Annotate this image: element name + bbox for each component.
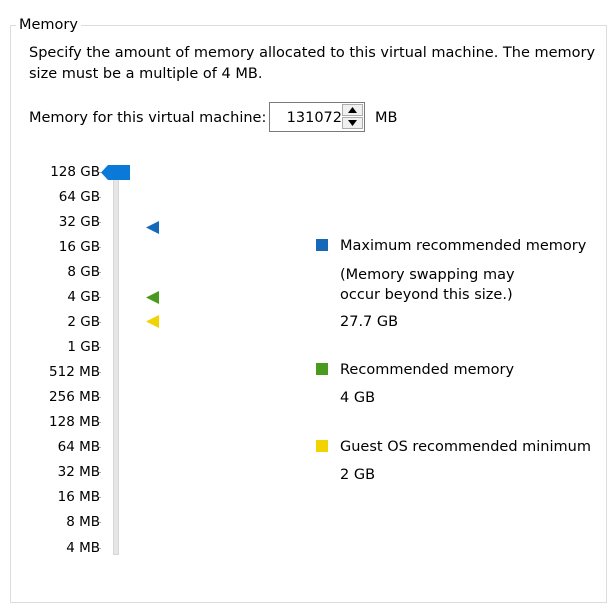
arrow-up-icon	[348, 107, 357, 113]
scale-tick	[99, 322, 101, 323]
recommended-swatch	[316, 363, 328, 375]
memory-description: Specify the amount of memory allocated t…	[29, 45, 596, 82]
memory-unit-label: MB	[375, 110, 398, 126]
scale-label: 16 MB	[57, 489, 100, 505]
increment-button[interactable]	[342, 104, 363, 116]
scale-tick	[99, 447, 101, 448]
max-recommended-value: 27.7 GB	[340, 314, 399, 330]
guest-min-value: 2 GB	[340, 467, 376, 483]
decrement-button[interactable]	[342, 117, 363, 129]
scale-label: 32 GB	[58, 214, 100, 230]
scale-label: 1 GB	[67, 339, 100, 355]
scale-label: 128 GB	[50, 164, 100, 180]
memory-slider-track[interactable]	[113, 172, 119, 555]
scale-tick	[99, 197, 101, 198]
scale-tick	[99, 247, 101, 248]
max-recommended-swatch	[316, 239, 328, 251]
scale-tick	[99, 347, 101, 348]
memory-scale: 128 GB 64 GB 32 GB 16 GB 8 GB 4 GB 2 GB …	[0, 0, 101, 615]
recommended-marker-icon	[146, 291, 159, 304]
scale-tick	[99, 497, 101, 498]
scale-tick	[99, 522, 101, 523]
scale-label: 4 MB	[66, 540, 100, 556]
scale-label: 64 GB	[58, 189, 100, 205]
guest-min-marker-icon	[146, 315, 159, 328]
scale-tick	[99, 272, 101, 273]
recommended-value: 4 GB	[340, 390, 376, 406]
scale-tick	[99, 548, 101, 549]
recommended-title: Recommended memory	[340, 362, 515, 378]
scale-label: 4 GB	[67, 289, 100, 305]
memory-spinbox[interactable]	[269, 102, 365, 133]
guest-min-swatch	[316, 440, 328, 452]
scale-label: 8 GB	[67, 264, 100, 280]
scale-tick	[99, 297, 101, 298]
max-recommended-note: occur beyond this size.)	[340, 287, 513, 303]
scale-tick	[99, 397, 101, 398]
memory-slider-thumb[interactable]	[101, 164, 131, 181]
arrow-down-icon	[348, 120, 357, 126]
scale-label: 512 MB	[49, 364, 100, 380]
memory-field-label: Memory for this virtual machine:	[29, 110, 267, 126]
scale-label: 2 GB	[67, 314, 100, 330]
scale-label: 32 MB	[57, 464, 100, 480]
max-recommended-marker-icon	[146, 221, 159, 234]
scale-tick	[99, 472, 101, 473]
scale-tick	[99, 372, 101, 373]
max-recommended-title: Maximum recommended memory	[340, 238, 587, 254]
scale-label: 256 MB	[49, 389, 100, 405]
memory-input[interactable]	[270, 103, 342, 133]
scale-tick	[99, 422, 101, 423]
scale-label: 8 MB	[66, 514, 100, 530]
scale-label: 16 GB	[58, 239, 100, 255]
scale-tick	[99, 172, 101, 173]
guest-min-title: Guest OS recommended minimum	[340, 439, 591, 455]
max-recommended-note: (Memory swapping may	[340, 267, 515, 283]
scale-tick	[99, 222, 101, 223]
memory-groupbox	[10, 25, 607, 603]
group-title: Memory	[16, 16, 81, 34]
scale-label: 128 MB	[49, 414, 100, 430]
scale-label: 64 MB	[57, 439, 100, 455]
